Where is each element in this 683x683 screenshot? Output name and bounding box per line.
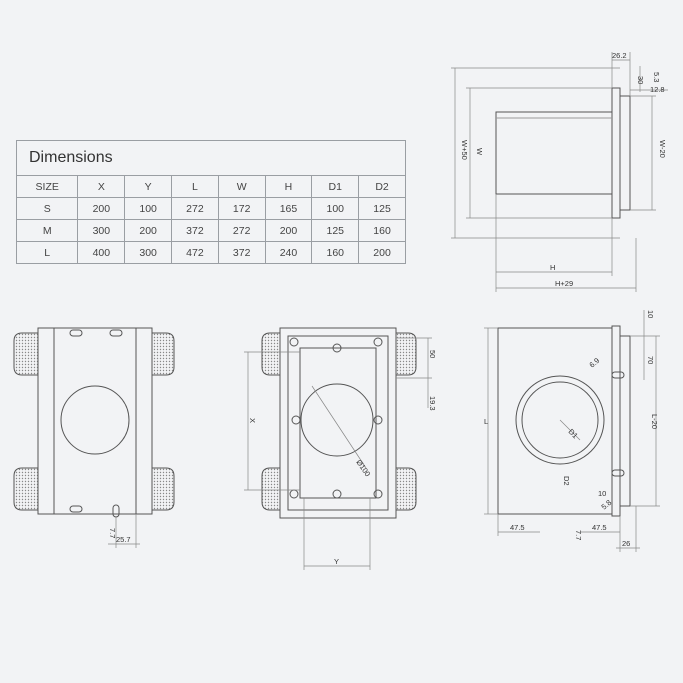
table-cell: 165 (264, 197, 313, 220)
front-flange-outer (287, 335, 389, 511)
left-view-labels: 7.7 25.7 (108, 528, 131, 544)
front-pad-tl (261, 332, 283, 376)
side-view-labels: 26.2 5.3 30 12.8 W+50 W W-20 H H+29 (460, 51, 667, 288)
table-cell: 200 (124, 219, 173, 242)
dimensions-table: Dimensions SIZE X Y L W H D1 D2 S 200 10… (15, 140, 406, 264)
front-pad-tr (395, 332, 417, 376)
right-duct-inner (521, 381, 599, 459)
dim-10-top: 10 (646, 310, 655, 318)
table-row: L 400 300 472 372 240 160 200 (15, 241, 406, 264)
front-duct-circle (300, 383, 374, 457)
dim-12-8: 12.8 (650, 85, 665, 94)
dim-slot-b: 5.8 (600, 498, 614, 512)
dim-50: 50 (428, 350, 437, 358)
side-duct-body (495, 111, 613, 195)
table-cell: 125 (311, 219, 360, 242)
table-cell: 160 (358, 219, 406, 242)
table-cell: 160 (311, 241, 360, 264)
left-pad-tl (13, 332, 39, 376)
dim-25-7: 25.7 (116, 535, 131, 544)
side-view (451, 52, 668, 292)
table-cell: 372 (171, 219, 219, 242)
dim-19-3: 19.3 (428, 396, 437, 411)
left-slot-bl (69, 505, 83, 513)
left-pad-bl (13, 467, 39, 511)
table-cell: 372 (217, 241, 266, 264)
table-title: Dimensions (16, 140, 406, 176)
dim-slot-a: 6.9 (588, 356, 602, 370)
front-pad-br (395, 467, 417, 511)
dim-26-2: 26.2 (612, 51, 627, 60)
table-cell: 200 (77, 197, 126, 220)
front-body (279, 327, 397, 519)
dim-7-7-right: 7.7 (574, 530, 583, 540)
left-slot-tl (69, 329, 83, 337)
label-d2: D2 (562, 476, 571, 486)
label-y: Y (334, 557, 339, 566)
table-header: H (264, 175, 313, 198)
right-flange (611, 325, 621, 517)
dim-70: 70 (646, 356, 655, 364)
table-cell: 200 (358, 241, 406, 264)
table-cell: S (15, 197, 79, 220)
front-pad-bl (261, 467, 283, 511)
left-view (13, 327, 175, 548)
left-body (37, 327, 153, 515)
table-cell: 300 (77, 219, 126, 242)
table-cell: M (15, 219, 79, 242)
dim-5-3: 5.3 (652, 72, 661, 82)
left-pad-tr (151, 332, 175, 376)
dim-10-bottom: 10 (598, 489, 606, 498)
table-cell: 472 (171, 241, 219, 264)
table-row: S 200 100 272 172 165 100 125 (15, 197, 406, 220)
left-slot-tr (109, 329, 123, 337)
front-view (244, 327, 432, 570)
table-row: M 300 200 372 272 200 125 160 (15, 219, 406, 242)
table-header-row: SIZE X Y L W H D1 D2 (15, 175, 406, 198)
left-pad-br (151, 467, 175, 511)
label-x: X (248, 418, 257, 423)
label-l: L (484, 417, 488, 426)
label-h: H (550, 263, 555, 272)
dim-26: 26 (622, 539, 630, 548)
table-header: SIZE (15, 175, 79, 198)
label-w-plus-50: W+50 (460, 140, 469, 160)
right-view-labels: L L-20 10 70 6.9 D1 D2 47.5 47.5 7.7 10 … (484, 310, 659, 548)
right-duct-outer (515, 375, 605, 465)
dim-47-5-left: 47.5 (510, 523, 525, 532)
dimensions-table-container: Dimensions SIZE X Y L W H D1 D2 S 200 10… (15, 140, 406, 264)
table-cell: 400 (77, 241, 126, 264)
table-header: D2 (358, 175, 406, 198)
table-cell: 100 (124, 197, 173, 220)
table-header: W (217, 175, 266, 198)
side-flange (611, 87, 621, 219)
right-view (484, 310, 660, 552)
dim-7-7: 7.7 (108, 528, 117, 538)
table-cell: 272 (171, 197, 219, 220)
table-cell: 125 (358, 197, 406, 220)
table-cell: 172 (217, 197, 266, 220)
dim-30: 30 (636, 76, 645, 84)
label-h-plus-29: H+29 (555, 279, 573, 288)
label-w-minus-20: W-20 (658, 140, 667, 158)
table-header: D1 (311, 175, 360, 198)
right-flange-lip (619, 335, 631, 507)
table-cell: 200 (264, 219, 313, 242)
table-cell: 300 (124, 241, 173, 264)
table-cell: 272 (217, 219, 266, 242)
dim-47-5-right: 47.5 (592, 523, 607, 532)
left-duct-circle (60, 385, 130, 455)
table-header: X (77, 175, 126, 198)
table-cell: 240 (264, 241, 313, 264)
label-l-minus-20: L-20 (650, 414, 659, 429)
side-flange-lip (619, 95, 631, 211)
table-cell: L (15, 241, 79, 264)
table-header: L (171, 175, 219, 198)
table-cell: 100 (311, 197, 360, 220)
table-header: Y (124, 175, 173, 198)
label-w: W (475, 148, 484, 156)
